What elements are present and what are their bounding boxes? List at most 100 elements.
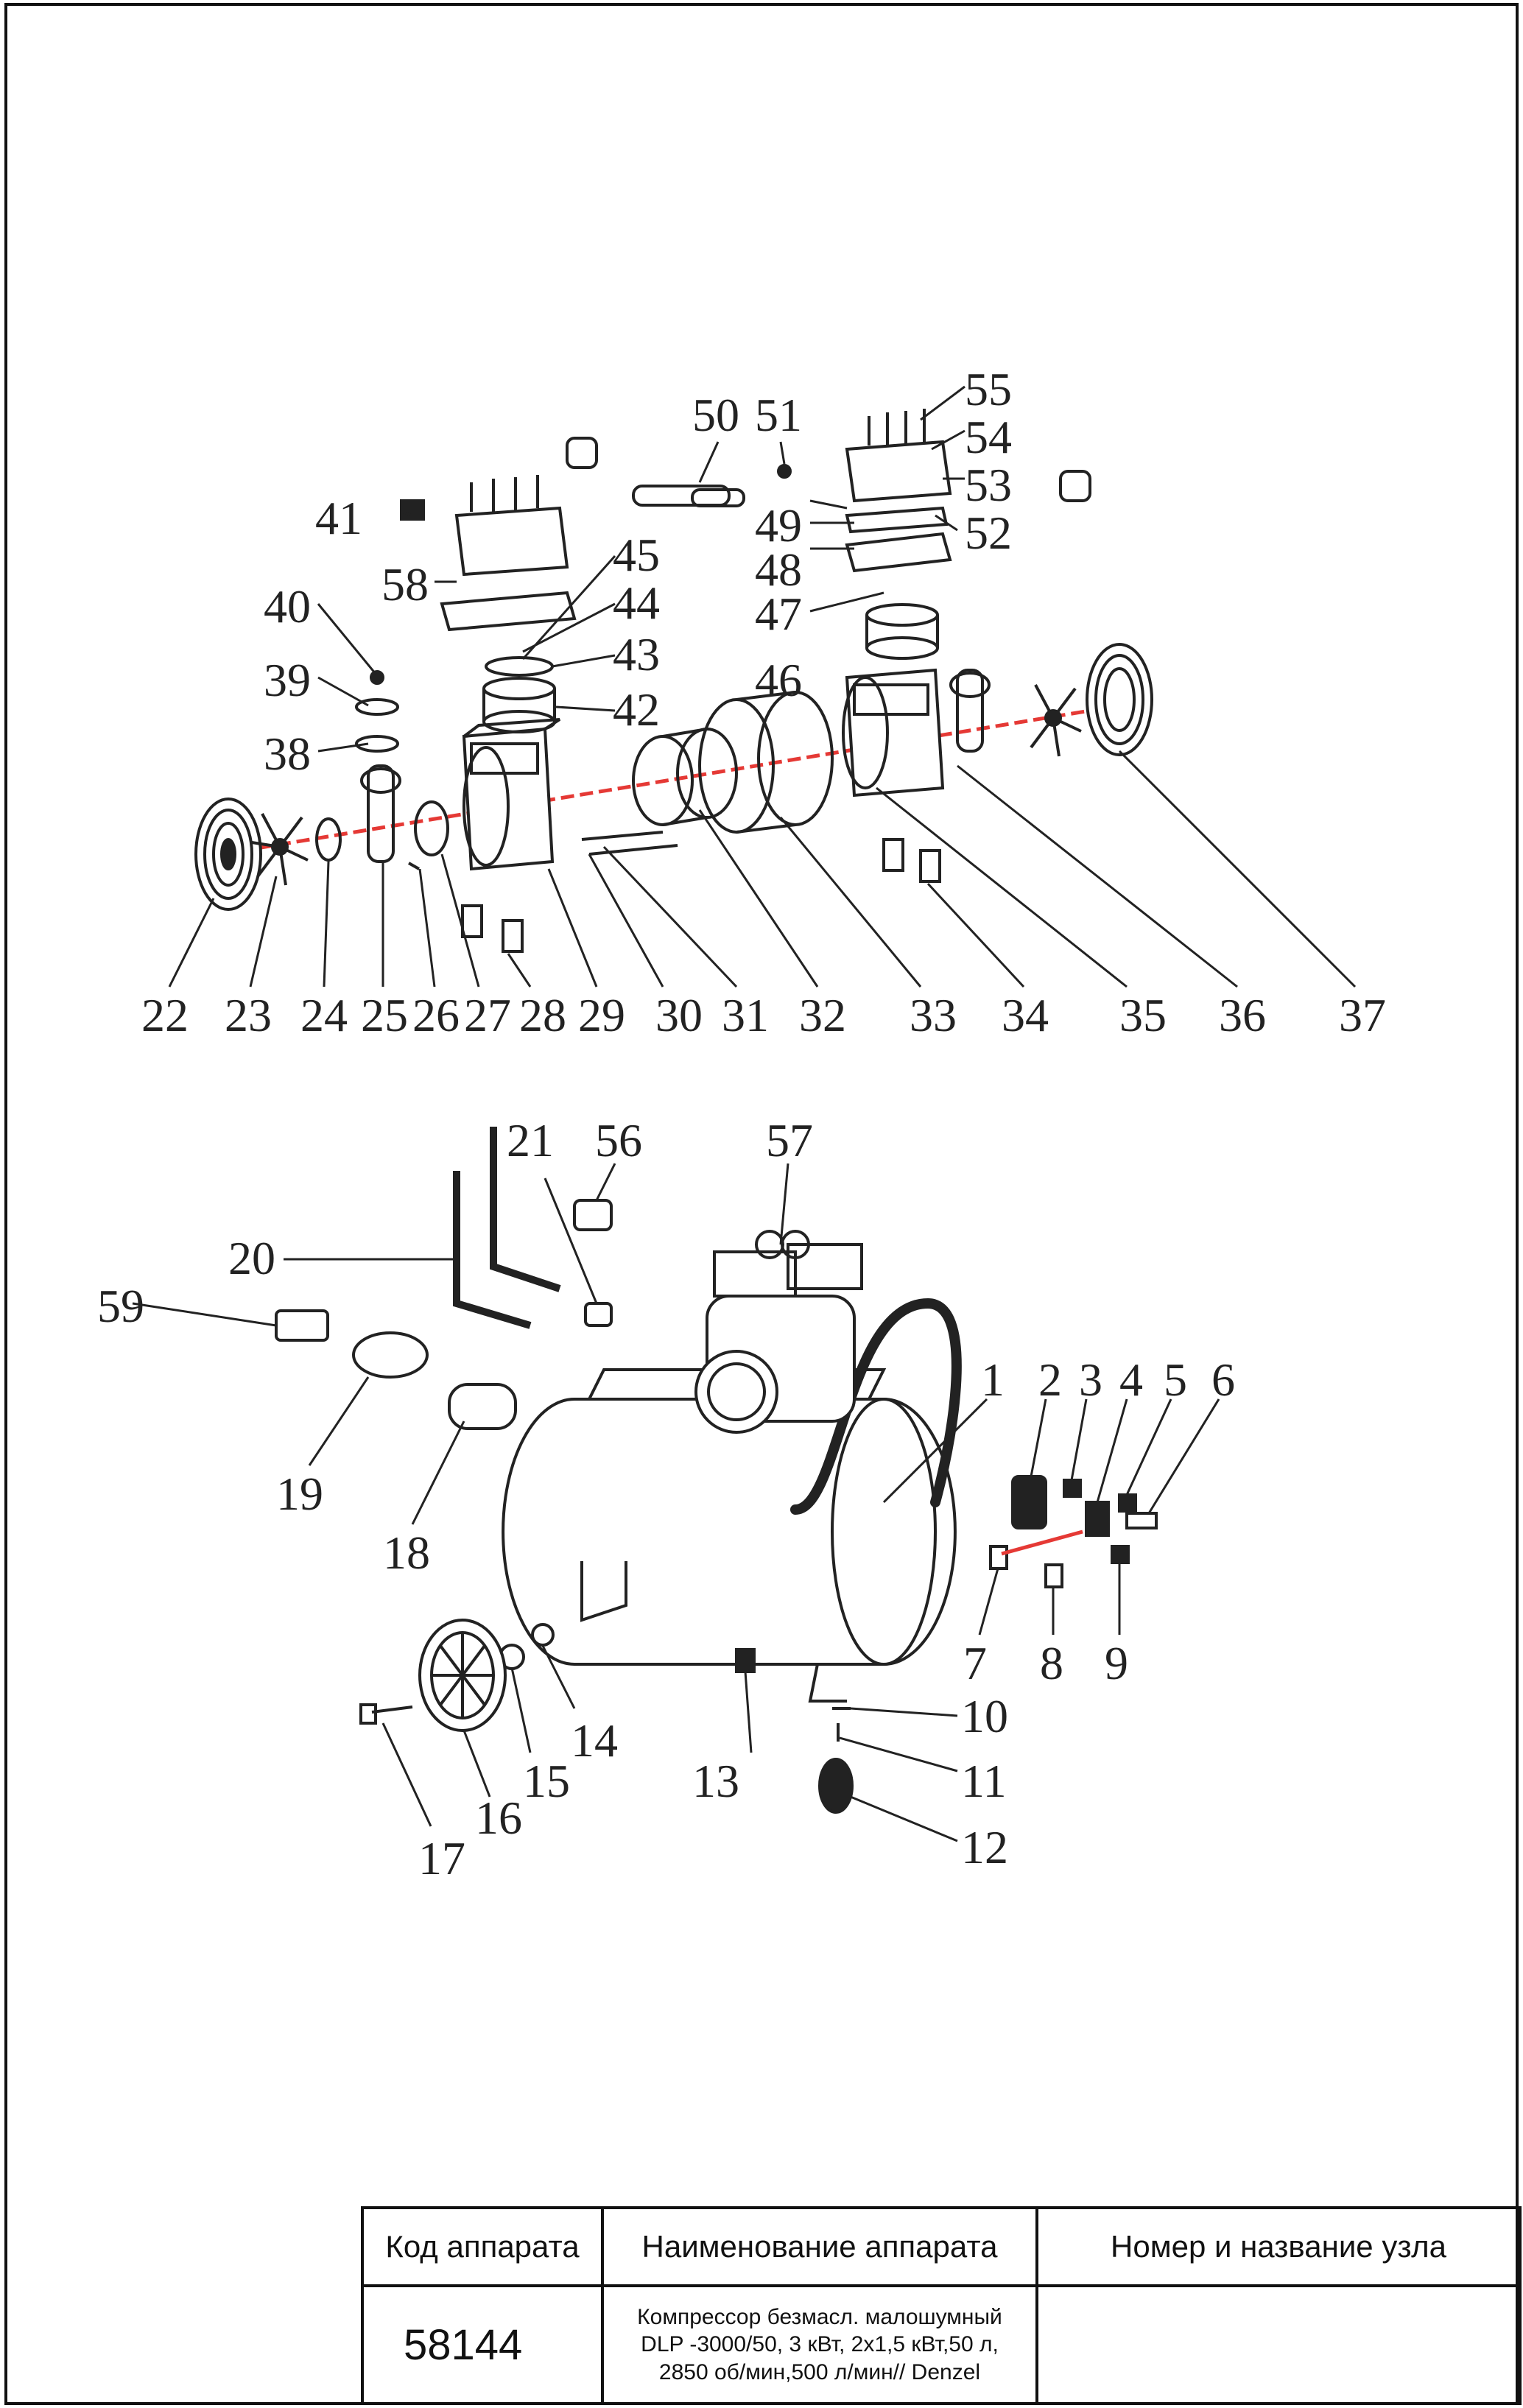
drawing-frame bbox=[4, 3, 1519, 2405]
callout-25: 25 bbox=[361, 989, 408, 1041]
foot-34b bbox=[919, 849, 941, 883]
callout-5: 5 bbox=[1164, 1353, 1187, 1406]
fitting-6 bbox=[1125, 1512, 1158, 1529]
callout-21: 21 bbox=[507, 1114, 554, 1166]
callout-8: 8 bbox=[1040, 1637, 1063, 1689]
fan-left bbox=[251, 813, 309, 886]
callout-32: 32 bbox=[799, 989, 846, 1041]
callout-30: 30 bbox=[655, 989, 703, 1041]
cylinder-head-left bbox=[440, 475, 577, 632]
axle-bolt-17 bbox=[359, 1703, 413, 1725]
fitting-21 bbox=[584, 1302, 613, 1327]
callout-57: 57 bbox=[766, 1114, 813, 1166]
fan-guard-right bbox=[1086, 643, 1153, 756]
fan-right bbox=[1030, 684, 1082, 757]
cylinder-right bbox=[865, 603, 939, 660]
node-name bbox=[1035, 2284, 1522, 2405]
callout-19: 19 bbox=[276, 1468, 323, 1520]
callout-23: 23 bbox=[225, 989, 272, 1041]
gasket-48 bbox=[845, 506, 949, 534]
nut-14 bbox=[531, 1623, 555, 1647]
callout-44: 44 bbox=[613, 577, 660, 629]
callout-20: 20 bbox=[228, 1232, 275, 1284]
callout-53: 53 bbox=[965, 459, 1012, 511]
fitting-axis bbox=[1001, 1529, 1083, 1556]
receiver-tank bbox=[502, 1368, 957, 1666]
callout-43: 43 bbox=[613, 628, 660, 680]
header-code: Код аппарата bbox=[361, 2206, 604, 2287]
device-code: 58144 bbox=[361, 2284, 604, 2405]
foot-27 bbox=[461, 904, 483, 938]
pump-assembly-exploded bbox=[168, 385, 1357, 988]
callout-11: 11 bbox=[961, 1755, 1007, 1807]
air-filter-right bbox=[1059, 470, 1091, 502]
cylinder-left bbox=[482, 677, 556, 733]
callout-46: 46 bbox=[755, 654, 802, 706]
callout-29: 29 bbox=[578, 989, 625, 1041]
callout-39: 39 bbox=[264, 654, 311, 706]
wheel-16 bbox=[418, 1619, 507, 1732]
callout-4: 4 bbox=[1119, 1353, 1143, 1406]
fitting-9 bbox=[1111, 1545, 1130, 1564]
washer-24 bbox=[315, 817, 342, 862]
callout-40: 40 bbox=[264, 580, 311, 633]
callout-12: 12 bbox=[961, 1821, 1008, 1873]
callout-41: 41 bbox=[315, 492, 362, 544]
callout-55: 55 bbox=[965, 363, 1012, 415]
callout-13: 13 bbox=[692, 1755, 739, 1807]
callout-36: 36 bbox=[1219, 989, 1266, 1041]
callout-35: 35 bbox=[1119, 989, 1167, 1041]
ring-38 bbox=[355, 735, 399, 753]
callout-37: 37 bbox=[1339, 989, 1386, 1041]
air-filter-left bbox=[566, 437, 598, 469]
callout-27: 27 bbox=[464, 989, 511, 1041]
tank-foot-right bbox=[808, 1664, 847, 1703]
drain-parts-10-11 bbox=[832, 1707, 851, 1742]
connecting-rod-left bbox=[360, 764, 401, 863]
crankcase-right bbox=[842, 668, 945, 798]
fitting-8 bbox=[1044, 1563, 1063, 1588]
device-name: Компрессор безмасл. малошумный DLP -3000… bbox=[601, 2284, 1038, 2405]
connecting-rod-right bbox=[949, 669, 991, 753]
callout-17: 17 bbox=[418, 1832, 465, 1884]
callout-50: 50 bbox=[692, 389, 739, 441]
callout-22: 22 bbox=[141, 989, 189, 1041]
fitting-3 bbox=[1063, 1479, 1082, 1498]
bearing-left bbox=[414, 800, 449, 856]
capacitor-18 bbox=[448, 1383, 517, 1430]
callout-58: 58 bbox=[381, 558, 429, 610]
o-ring-51 bbox=[777, 464, 792, 479]
tank-handle bbox=[790, 1298, 962, 1515]
connecting-tube bbox=[632, 485, 745, 507]
fitting-7 bbox=[989, 1545, 1008, 1570]
device-name-line-2: DLP -3000/50, 3 кВт, 2x1,5 кВт,50 л, bbox=[641, 2332, 999, 2357]
callout-31: 31 bbox=[722, 989, 769, 1041]
device-name-line-3: 2850 об/мин,500 л/мин// Denzel bbox=[658, 2359, 981, 2384]
crankcase-left bbox=[462, 718, 561, 871]
leader-lines-upper bbox=[168, 385, 1357, 988]
callout-34: 34 bbox=[1002, 989, 1049, 1041]
callout-1: 1 bbox=[981, 1353, 1005, 1406]
gauge-4 bbox=[1085, 1501, 1110, 1537]
callout-9: 9 bbox=[1105, 1637, 1128, 1689]
screw-40 bbox=[370, 670, 384, 685]
callout-7: 7 bbox=[963, 1637, 987, 1689]
callout-56: 56 bbox=[595, 1114, 642, 1166]
screw-26 bbox=[408, 862, 420, 870]
motor-rotor bbox=[632, 728, 738, 826]
motor-pump-unit bbox=[694, 1230, 863, 1434]
callout-18: 18 bbox=[383, 1527, 430, 1579]
callout-15: 15 bbox=[523, 1755, 570, 1807]
callout-47: 47 bbox=[755, 588, 802, 640]
callout-45: 45 bbox=[613, 529, 660, 581]
ring-43 bbox=[485, 656, 554, 677]
cylinder-head-right bbox=[845, 409, 952, 503]
callout-33: 33 bbox=[910, 989, 957, 1041]
bolts-30-31 bbox=[581, 831, 678, 856]
valve-41 bbox=[400, 499, 425, 521]
capacitor-19 bbox=[352, 1331, 429, 1379]
tank-support bbox=[580, 1561, 627, 1622]
check-valve-56 bbox=[573, 1199, 613, 1231]
foot-28 bbox=[502, 919, 524, 953]
leader-lines-lower bbox=[132, 1163, 1220, 1842]
